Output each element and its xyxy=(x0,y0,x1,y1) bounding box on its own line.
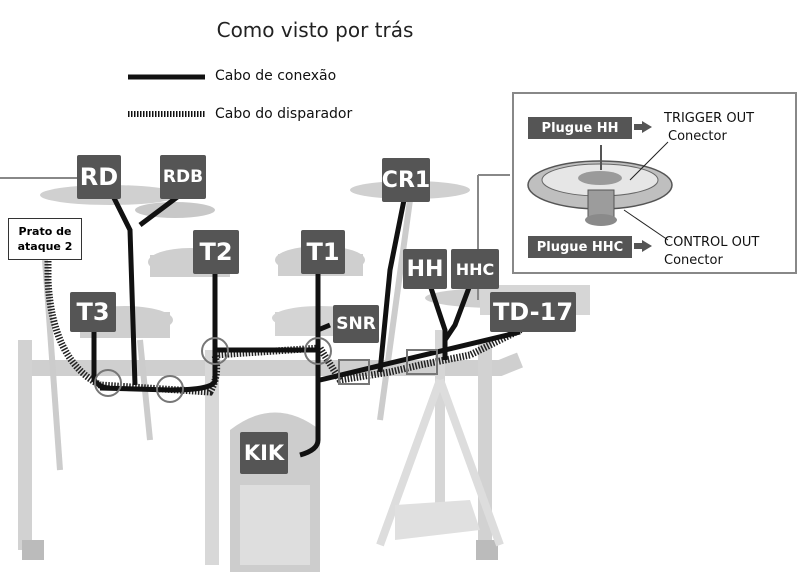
control-out-connector-label: Conector xyxy=(664,253,723,268)
pad-tag-rdb: RDB xyxy=(160,155,206,199)
legend-connection-cable: Cabo de conexão xyxy=(215,68,337,84)
control-out-label: CONTROL OUT xyxy=(664,235,760,250)
plug-hhc-label: Plugue HHC xyxy=(528,236,632,258)
pad-tag-snr: SNR xyxy=(333,305,379,343)
plug-hh-label: Plugue HH xyxy=(528,117,632,139)
pad-tag-kik: KIK xyxy=(240,432,288,474)
pad-tag-cr1: CR1 xyxy=(382,158,430,202)
pad-tag-td17: TD-17 xyxy=(490,292,576,332)
pad-tag-t3: T3 xyxy=(70,292,116,332)
pad-tag-hh: HH xyxy=(403,249,447,289)
pad-tag-rd: RD xyxy=(77,155,121,199)
trigger-out-connector-label: Conector xyxy=(668,129,727,144)
pad-tag-t2: T2 xyxy=(193,230,239,274)
pad-tag-hhc: HHC xyxy=(451,249,499,289)
page-title: Como visto por trás xyxy=(216,18,414,42)
trigger-out-label: TRIGGER OUT xyxy=(664,111,755,126)
legend-trigger-cable: Cabo do disparador xyxy=(215,106,353,122)
pad-tag-t1: T1 xyxy=(301,230,345,274)
crash-2-label: Prato de ataque 2 xyxy=(8,218,82,260)
